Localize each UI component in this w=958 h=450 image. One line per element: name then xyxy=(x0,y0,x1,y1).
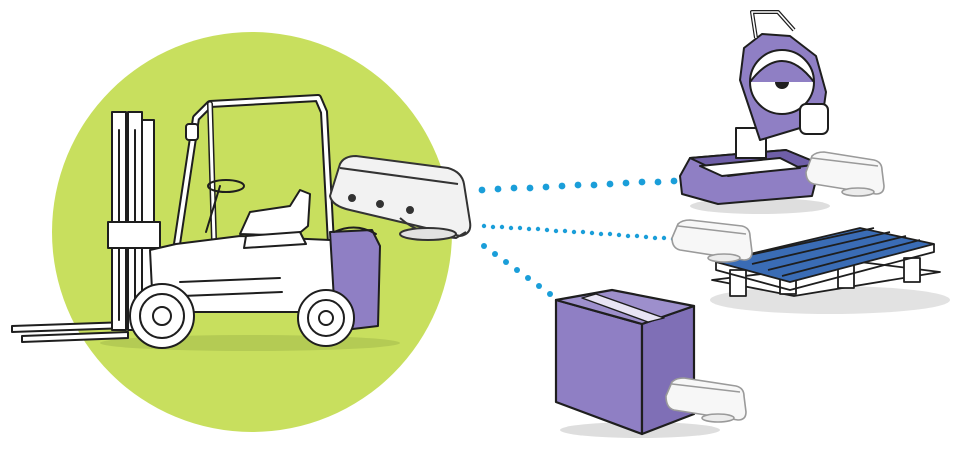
tracker-device-icon xyxy=(805,151,885,197)
pallet-icon xyxy=(710,227,950,314)
cardboard-box-icon xyxy=(554,288,720,438)
tracker-device-icon xyxy=(665,377,747,423)
miter-saw-icon xyxy=(679,10,830,214)
tracker-device-icon xyxy=(671,219,753,263)
tracker-device-icon xyxy=(329,155,472,241)
forklift-icon xyxy=(11,94,400,351)
connection-to-pallet xyxy=(481,223,694,243)
